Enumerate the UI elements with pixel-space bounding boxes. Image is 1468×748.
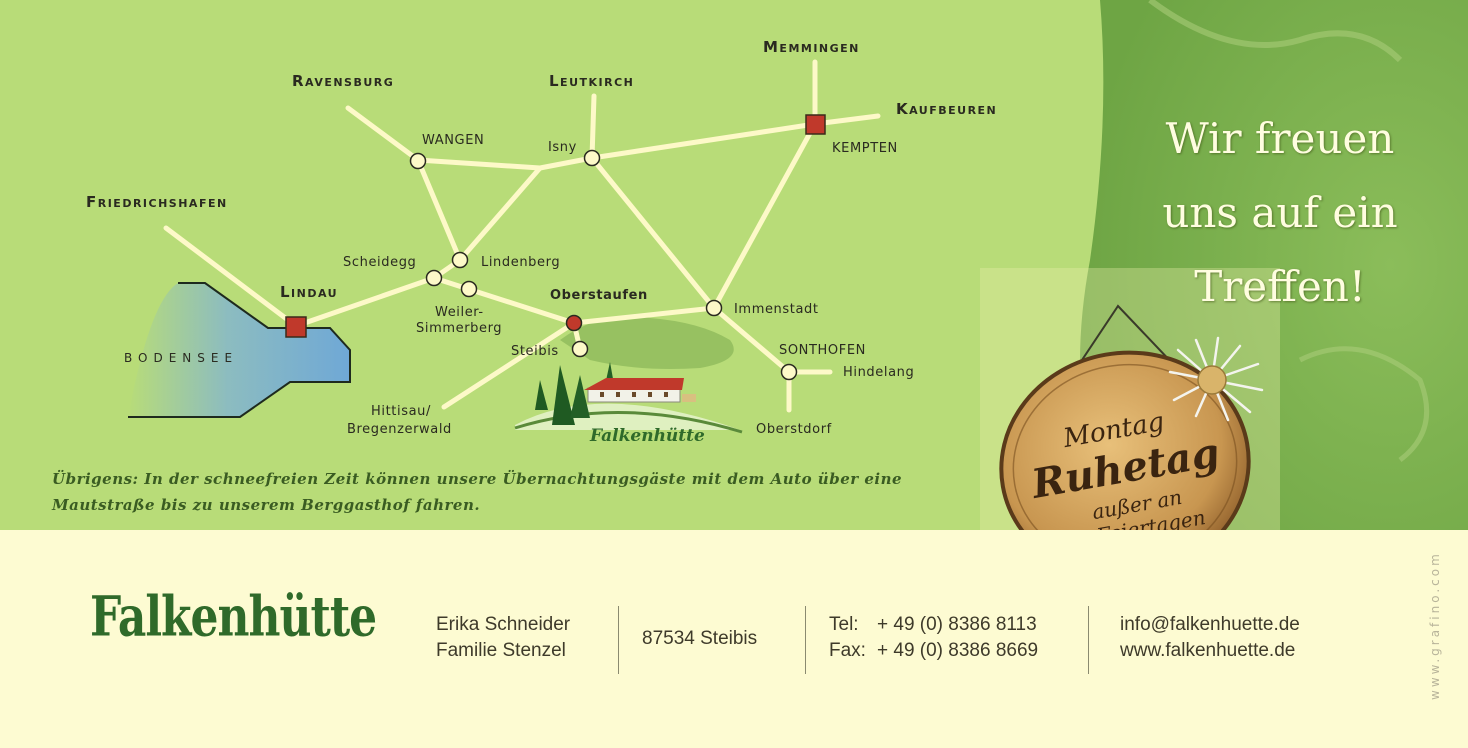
marker-sonthofen (780, 363, 798, 381)
marker-steibis (571, 340, 589, 358)
marker-weiler (460, 280, 478, 298)
label-steibis: Steibis (511, 344, 559, 359)
marker-wangen (409, 152, 427, 170)
marker-isny (583, 149, 601, 167)
marker-immenstadt (705, 299, 723, 317)
driving-note: Übrigens: In der schneefreien Zeit könne… (52, 470, 903, 514)
hut-illustration (514, 362, 743, 434)
label-hittisau-2: Bregenzerwald (347, 422, 452, 437)
label-isny: Isny (548, 140, 577, 155)
footer-logo: Falkenhütte (90, 585, 377, 650)
divider-1 (618, 606, 619, 674)
marker-oberstaufen (565, 314, 583, 332)
fax-label: Fax: (829, 640, 866, 661)
marker-scheidegg (425, 269, 443, 287)
label-friedrichshafen: Friedrichshafen (86, 193, 228, 211)
label-oberstaufen: Oberstaufen (550, 288, 648, 303)
label-lindenberg: Lindenberg (481, 255, 560, 270)
label-kaufbeuren: Kaufbeuren (896, 100, 997, 118)
tel-label: Tel: (829, 614, 859, 635)
label-oberstdorf: Oberstdorf (756, 422, 832, 437)
divider-2 (805, 606, 806, 674)
thistle-icon (1168, 336, 1264, 422)
label-weiler-2: Simmerberg (416, 321, 502, 336)
label-wangen: WANGEN (422, 133, 484, 148)
headline-line-3: Treffen! (1194, 262, 1366, 311)
headline-line-1: Wir freuen (1165, 114, 1395, 163)
contact-names: Erika Schneider Familie Stenzel (436, 612, 570, 664)
website-link[interactable]: www.falkenhuette.de (1120, 640, 1296, 661)
tel-number[interactable]: + 49 (0) 8386 8113 (877, 614, 1037, 635)
phone-block: Tel: + 49 (0) 8386 8113 Fax: + 49 (0) 8386… (829, 612, 1038, 664)
label-hut: Falkenhütte (589, 426, 705, 446)
label-hittisau-1: Hittisau/ (371, 404, 431, 419)
label-ravensburg: Ravensburg (292, 72, 394, 90)
lake-bodensee (128, 283, 350, 417)
headline: Wir freuen uns auf ein Treffen! (1110, 102, 1450, 324)
credit[interactable]: www.grafino.com (1428, 551, 1442, 700)
marker-lindau (285, 316, 307, 338)
marker-lindenberg (451, 251, 469, 269)
marker-kempten (805, 114, 826, 135)
label-bodensee: BODENSEE (124, 351, 238, 365)
hill-shape (560, 316, 734, 369)
route-map: Memmingen Ravensburg Leutkirch Kaufbeure… (86, 38, 997, 446)
label-kempten: KEMPTEN (832, 141, 898, 156)
label-lindau: Lindau (280, 283, 338, 301)
label-hindelang: Hindelang (843, 365, 914, 380)
label-leutkirch: Leutkirch (549, 72, 634, 90)
label-immenstadt: Immenstadt (734, 302, 819, 317)
divider-3 (1088, 606, 1089, 674)
label-sonthofen: SONTHOFEN (779, 343, 866, 358)
contact-name-2: Familie Stenzel (436, 640, 566, 661)
email-link[interactable]: info@falkenhuette.de (1120, 614, 1300, 635)
headline-line-2: uns auf ein (1162, 188, 1398, 237)
address: 87534 Steibis (642, 628, 758, 649)
contact-name-1: Erika Schneider (436, 614, 571, 635)
footer (0, 530, 1468, 748)
web-block: info@falkenhuette.de www.falkenhuette.de (1120, 612, 1300, 664)
label-weiler-1: Weiler- (435, 305, 484, 320)
fax-number: + 49 (0) 8386 8669 (877, 640, 1039, 661)
label-memmingen: Memmingen (763, 38, 860, 56)
label-scheidegg: Scheidegg (343, 255, 416, 270)
roads (163, 59, 881, 413)
